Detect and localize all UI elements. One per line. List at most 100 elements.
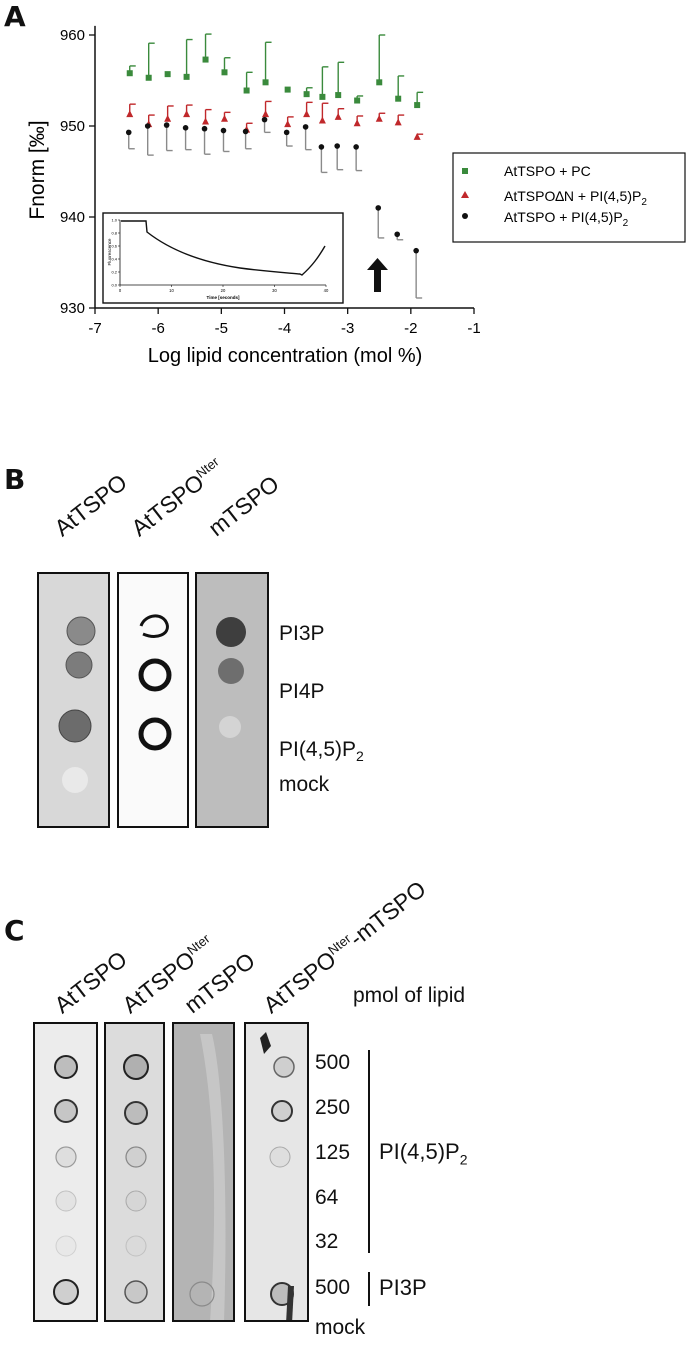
legend-label-deltaN: AtTSPO∆N + PI(4,5)P2 [504, 188, 647, 208]
y-axis-title: Fnorm [‰] [26, 120, 49, 219]
row-label-pip2-sub: 2 [356, 748, 364, 765]
point-pip2 [163, 122, 170, 128]
point-pc [376, 79, 383, 86]
point-pip2 [182, 125, 189, 131]
c-col-label-attspo-text: AtTSPO [49, 945, 132, 1019]
spot-64 [55, 1190, 77, 1212]
point-pc [335, 92, 342, 99]
spot-pi4p [65, 651, 93, 679]
spot-250 [54, 1099, 78, 1123]
panel-b-letter: B [4, 463, 26, 496]
spot-pi4p [138, 658, 172, 692]
inset-x-tick-label: 30 [272, 288, 277, 293]
inset-x-tick-label: 40 [324, 288, 329, 293]
spot-250 [124, 1101, 148, 1125]
spot-pip2 [58, 709, 92, 743]
point-pc [354, 97, 361, 104]
point-pip2 [318, 144, 325, 150]
y-tick-label: 960 [60, 27, 85, 44]
x-axis-title: Log lipid concentration (mol %) [148, 345, 423, 367]
point-pip2 [201, 125, 208, 132]
col-label-attspo-text: AtTSPO [49, 468, 132, 542]
group-label-pip2-sub: 2 [459, 1151, 468, 1168]
point-deltaN [164, 114, 172, 122]
x-tick-label: -7 [88, 320, 101, 337]
spot-pip2 [219, 716, 241, 738]
spot-pi3p-500 [124, 1280, 148, 1304]
amount-125: 125 [315, 1141, 351, 1164]
blot-c-attspo-nter [104, 1022, 165, 1322]
x-tick-label: -6 [151, 320, 164, 337]
bracket-pip2 [368, 1050, 370, 1253]
amount-32: 32 [315, 1230, 339, 1253]
point-pc [395, 95, 402, 102]
inset-y-tick-label: 0.2 [111, 270, 117, 275]
group-label-pip2-text: PI(4,5)P [379, 1139, 460, 1164]
point-pip2 [394, 231, 401, 238]
row-label-pip2: PI(4,5)P2 [279, 738, 364, 764]
point-pip2 [375, 205, 382, 211]
spot-125 [125, 1146, 147, 1168]
point-pc [284, 86, 291, 93]
amount-250: 250 [315, 1096, 351, 1119]
inset-y-label: Fluorescence [107, 238, 112, 266]
inset-y-tick-label: 0.6 [111, 244, 117, 249]
x-tick-label: -5 [215, 320, 228, 337]
x-tick-label: -1 [467, 320, 480, 337]
amount-mock: mock [315, 1316, 366, 1339]
point-deltaN [318, 116, 326, 124]
spot-mock [62, 767, 88, 793]
row-label-pi4p: PI4P [279, 680, 325, 703]
point-pip2 [220, 127, 227, 134]
spot-pi3p [139, 614, 169, 638]
point-pc [164, 71, 171, 78]
point-pip2 [261, 116, 268, 123]
spot-32 [55, 1235, 77, 1257]
speck [260, 1032, 271, 1054]
row-label-pi3p: PI3P [279, 622, 325, 645]
point-pip2 [125, 129, 132, 136]
panel-a-letter: A [4, 0, 26, 33]
inset-x-label: Time [seconds] [207, 295, 240, 300]
point-deltaN [284, 120, 292, 128]
inset-x-tick-label: 0 [119, 288, 122, 293]
c-col-label-fusion-text: AtTSPO [258, 945, 341, 1019]
point-pc [414, 102, 421, 109]
col-label-attspo: AtTSPO [49, 469, 132, 542]
point-pip2 [302, 124, 309, 130]
spot-500 [273, 1056, 295, 1078]
blot-c-fusion [244, 1022, 309, 1322]
amount-64: 64 [315, 1186, 339, 1209]
point-pc [145, 74, 152, 81]
legend-label-pc: AtTSPO + PC [504, 163, 591, 179]
x-tick-label: -3 [341, 320, 354, 337]
legend-marker-deltaN [461, 191, 469, 198]
point-deltaN [303, 110, 311, 118]
spot-32 [125, 1235, 147, 1257]
x-tick-label: -2 [404, 320, 417, 337]
point-pip2 [334, 143, 340, 149]
point-pip2 [283, 129, 290, 136]
c-col-label-fusion-suffix: -mTSPO [344, 875, 431, 952]
inset-y-tick-label: 0.4 [111, 257, 117, 262]
point-pc [221, 69, 228, 76]
spot-125 [269, 1146, 291, 1168]
inset-trace [121, 220, 326, 276]
c-col-label-attspo: AtTSPO [49, 946, 132, 1019]
panel-c-letter: C [4, 914, 25, 947]
inset-x-tick-label: 10 [169, 288, 174, 293]
amount-pi3p-500: 500 [315, 1276, 351, 1299]
spot-64 [125, 1190, 147, 1212]
point-deltaN [375, 114, 383, 122]
point-pip2 [242, 128, 249, 135]
y-tick-label: 930 [60, 300, 85, 317]
group-label-pip2: PI(4,5)P2 [379, 1139, 468, 1167]
inset-y-tick-label: 1.0 [111, 218, 117, 223]
arrow-annotation [367, 258, 388, 292]
point-pc [202, 56, 209, 63]
blot-b-attspo-nter [117, 572, 189, 828]
inset-y-tick-label: 0.8 [111, 231, 117, 236]
point-deltaN [220, 114, 228, 122]
